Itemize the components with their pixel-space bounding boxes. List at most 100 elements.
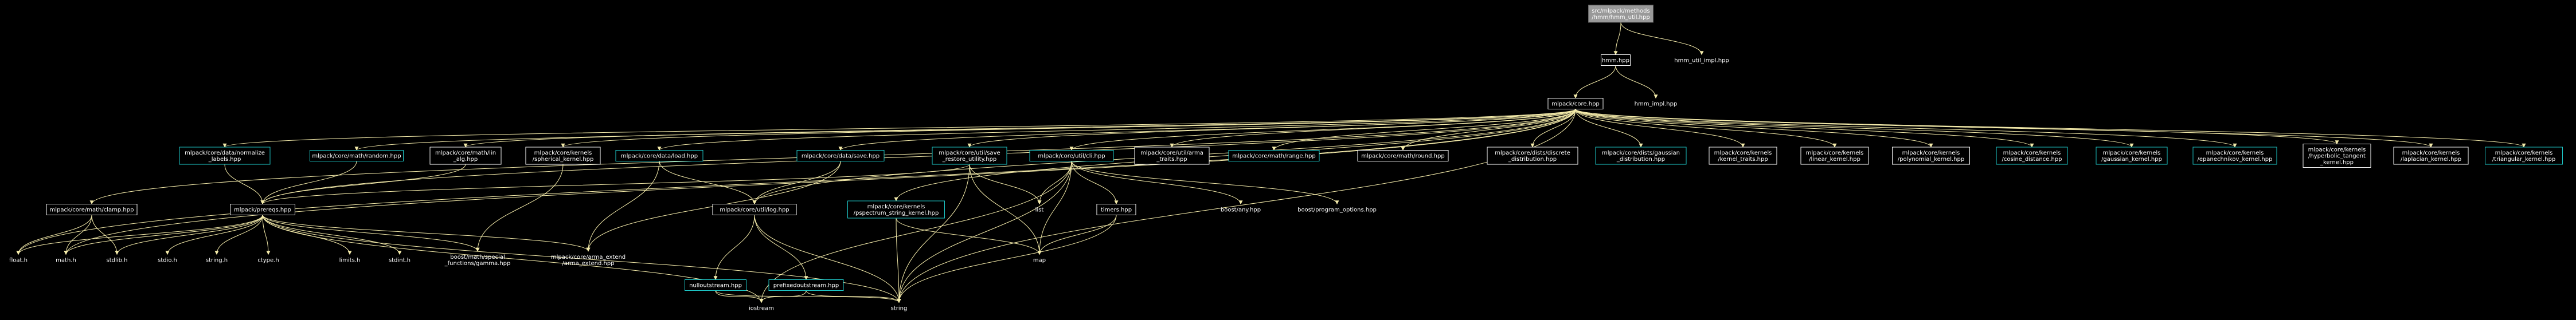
edge-timers-to-map bbox=[1037, 215, 1117, 255]
graph-node-restore-utility[interactable]: mlpack/core/util/save_restore_utility.hp… bbox=[932, 147, 1007, 165]
node-box bbox=[2485, 147, 2563, 165]
node-box bbox=[525, 147, 601, 165]
node-label: mlpack/core/dists/discrete bbox=[1495, 150, 1570, 156]
graph-node-range[interactable]: mlpack/core/math/range.hpp bbox=[1228, 150, 1320, 161]
node-label: /hyperbolic_tangent bbox=[2308, 153, 2366, 160]
graph-node-lin-alg[interactable]: mlpack/core/math/lin_alg.hpp bbox=[429, 147, 502, 165]
node-box bbox=[1588, 5, 1654, 23]
edge-prereqs-to-gamma bbox=[262, 215, 480, 252]
edge-core-hpp-to-lin-alg bbox=[463, 109, 1576, 148]
graph-node-cli[interactable]: mlpack/core/util/cli.hpp bbox=[1029, 150, 1114, 161]
graph-node-triangular-kernel[interactable]: mlpack/core/kernels/triangular_kernel.hp… bbox=[2485, 147, 2563, 165]
graph-node-linear-kernel[interactable]: mlpack/core/kernels/linear_kernel.hpp bbox=[1800, 147, 1869, 165]
node-label: mlpack/core/util/log.hpp bbox=[720, 207, 789, 214]
graph-node-kernel-traits[interactable]: mlpack/core/kernels/kernel_traits.hpp bbox=[1709, 147, 1777, 165]
node-box bbox=[429, 147, 502, 165]
node-label: mlpack/core/kernels bbox=[2308, 147, 2366, 153]
graph-node-timers[interactable]: timers.hpp bbox=[1096, 204, 1136, 215]
node-label: _distribution.hpp bbox=[1508, 156, 1557, 163]
graph-node-save[interactable]: mlpack/core/data/save.hpp bbox=[796, 150, 885, 161]
graph-node-prereqs[interactable]: mlpack/prereqs.hpp bbox=[230, 204, 295, 215]
graph-node-ctype-h: ctype.h bbox=[257, 258, 279, 264]
graph-node-arma-traits[interactable]: mlpack/core/util/arma_traits.hpp bbox=[1134, 147, 1210, 165]
edge-core-hpp-to-triangular-kernel bbox=[1575, 109, 2526, 148]
edge-log-to-string bbox=[754, 215, 901, 303]
node-label: mlpack/core/arma_extend bbox=[551, 254, 626, 260]
edge-core-hpp-to-random bbox=[354, 109, 1576, 151]
graph-node-nulloutstream[interactable]: nulloutstream.hpp bbox=[685, 279, 746, 291]
edge-restore-utility-to-prereqs bbox=[260, 164, 970, 205]
edge-pspectrum-to-map bbox=[896, 218, 1042, 255]
node-box bbox=[768, 279, 844, 291]
node-label: hmm.hpp bbox=[1602, 58, 1629, 64]
node-label: mlpack/core/data/normalize bbox=[185, 150, 265, 156]
node-label: /pspectrum_string_kernel.hpp bbox=[854, 210, 939, 216]
graph-node-round[interactable]: mlpack/core/math/round.hpp bbox=[1357, 150, 1449, 161]
graph-node-hmm-util-impl: hmm_util_impl.hpp bbox=[1674, 58, 1729, 64]
graph-node-core-hpp[interactable]: mlpack/core.hpp bbox=[1547, 98, 1604, 109]
edge-hmm-hpp-to-core-hpp bbox=[1573, 65, 1616, 99]
node-label: _alg.hpp bbox=[453, 156, 478, 163]
edge-core-hpp-to-laplacian-kernel bbox=[1575, 109, 2433, 148]
graph-node-gaussian-kernel[interactable]: mlpack/core/kernels/gaussian_kernel.hpp bbox=[2096, 147, 2168, 165]
node-label: /laplacian_kernel.hpp bbox=[2401, 156, 2461, 163]
graph-node-random[interactable]: mlpack/core/math/random.hpp bbox=[310, 150, 404, 161]
node-label: mlpack/core/kernels bbox=[2003, 150, 2061, 156]
node-label: mlpack/core/data/load.hpp bbox=[621, 153, 698, 160]
graph-node-laplacian-kernel[interactable]: mlpack/core/kernels/laplacian_kernel.hpp bbox=[2393, 147, 2469, 165]
edge-cli-to-boost-program-options bbox=[1071, 161, 1339, 205]
node-label: mlpack/core/math/clamp.hpp bbox=[50, 207, 134, 214]
edge-prereqs-to-float-h bbox=[16, 215, 263, 255]
node-label: mlpack/core/data/save.hpp bbox=[802, 153, 879, 160]
edge-root-to-hmm-util-impl bbox=[1620, 22, 1704, 56]
graph-node-normalize-labels[interactable]: mlpack/core/data/normalize_labels.hpp bbox=[179, 147, 271, 165]
edge-save-to-log bbox=[752, 161, 841, 205]
node-label: string bbox=[891, 306, 908, 312]
edge-hmm-hpp-to-hmm-impl bbox=[1615, 65, 1658, 99]
graph-node-epanechnikov-kernel[interactable]: mlpack/core/kernels/epanechnikov_kernel.… bbox=[2192, 147, 2277, 165]
edge-core-hpp-to-string bbox=[897, 109, 1576, 303]
graph-node-hyperbolic-tangent[interactable]: mlpack/core/kernels/hyperbolic_tangent_k… bbox=[2303, 144, 2371, 168]
node-box bbox=[2096, 147, 2168, 165]
graph-node-discrete-distribution[interactable]: mlpack/core/dists/discrete_distribution.… bbox=[1487, 147, 1578, 165]
graph-node-clamp[interactable]: mlpack/core/math/clamp.hpp bbox=[46, 204, 138, 215]
node-label: mlpack/core/util/cli.hpp bbox=[1038, 153, 1105, 160]
node-label: boost/math/special bbox=[450, 254, 505, 260]
graph-node-string-h: string.h bbox=[206, 258, 228, 264]
node-label: stdlib.h bbox=[107, 258, 128, 264]
graph-node-log[interactable]: mlpack/core/util/log.hpp bbox=[712, 204, 797, 215]
node-label: mlpack/core/kernels bbox=[534, 150, 592, 156]
node-label: mlpack/core/math/range.hpp bbox=[1232, 153, 1315, 160]
edge-core-hpp-to-linear-kernel bbox=[1575, 109, 1837, 148]
node-label: boost/program_options.hpp bbox=[1297, 207, 1377, 214]
node-label: list bbox=[1035, 207, 1044, 214]
graph-node-polynomial-kernel[interactable]: mlpack/core/kernels/polynomial_kernel.hp… bbox=[1892, 147, 1970, 165]
edge-spherical-kernel-to-gamma bbox=[475, 164, 564, 252]
edge-core-hpp-to-discrete-distribution bbox=[1530, 109, 1576, 148]
graph-node-map: map bbox=[1033, 258, 1046, 264]
graph-node-pspectrum[interactable]: mlpack/core/kernels/pspectrum_string_ker… bbox=[847, 200, 945, 219]
edge-core-hpp-to-gaussian-kernel bbox=[1575, 109, 2134, 148]
node-label: mlpack/core/kernels bbox=[1806, 150, 1864, 156]
graph-node-hmm-hpp[interactable]: hmm.hpp bbox=[1601, 54, 1631, 66]
graph-node-cosine-distance[interactable]: mlpack/core/kernels/cosine_distance.hpp bbox=[1996, 147, 2068, 165]
edge-nulloutstream-to-iostream bbox=[715, 290, 764, 303]
graph-node-load[interactable]: mlpack/core/data/load.hpp bbox=[615, 150, 703, 161]
node-label: ctype.h bbox=[257, 258, 279, 264]
node-label: stdio.h bbox=[158, 258, 177, 264]
graph-node-gaussian-distribution[interactable]: mlpack/core/dists/gaussian_distribution.… bbox=[1595, 147, 1687, 165]
graph-node-root[interactable]: src/mlpack/methods/hmm/hmm_util.hpp bbox=[1588, 5, 1654, 23]
graph-node-string: string bbox=[891, 306, 908, 312]
node-box bbox=[230, 204, 295, 215]
graph-node-prefixedoutstream[interactable]: prefixedoutstream.hpp bbox=[768, 279, 844, 291]
edge-core-hpp-to-normalize-labels bbox=[222, 109, 1576, 148]
node-label: /gaussian_kernel.hpp bbox=[2101, 156, 2162, 163]
edge-prefixedoutstream-to-iostream bbox=[759, 290, 807, 303]
edge-core-hpp-to-epanechnikov-kernel bbox=[1575, 109, 2237, 148]
graph-node-boost-program-options: boost/program_options.hpp bbox=[1297, 207, 1377, 214]
node-box bbox=[1996, 147, 2068, 165]
graph-node-spherical-kernel[interactable]: mlpack/core/kernels/spherical_kernel.hpp bbox=[525, 147, 601, 165]
node-label: mlpack/core/kernels bbox=[1714, 150, 1772, 156]
graph-node-stdlib-h: stdlib.h bbox=[107, 258, 128, 264]
node-box bbox=[2393, 147, 2469, 165]
